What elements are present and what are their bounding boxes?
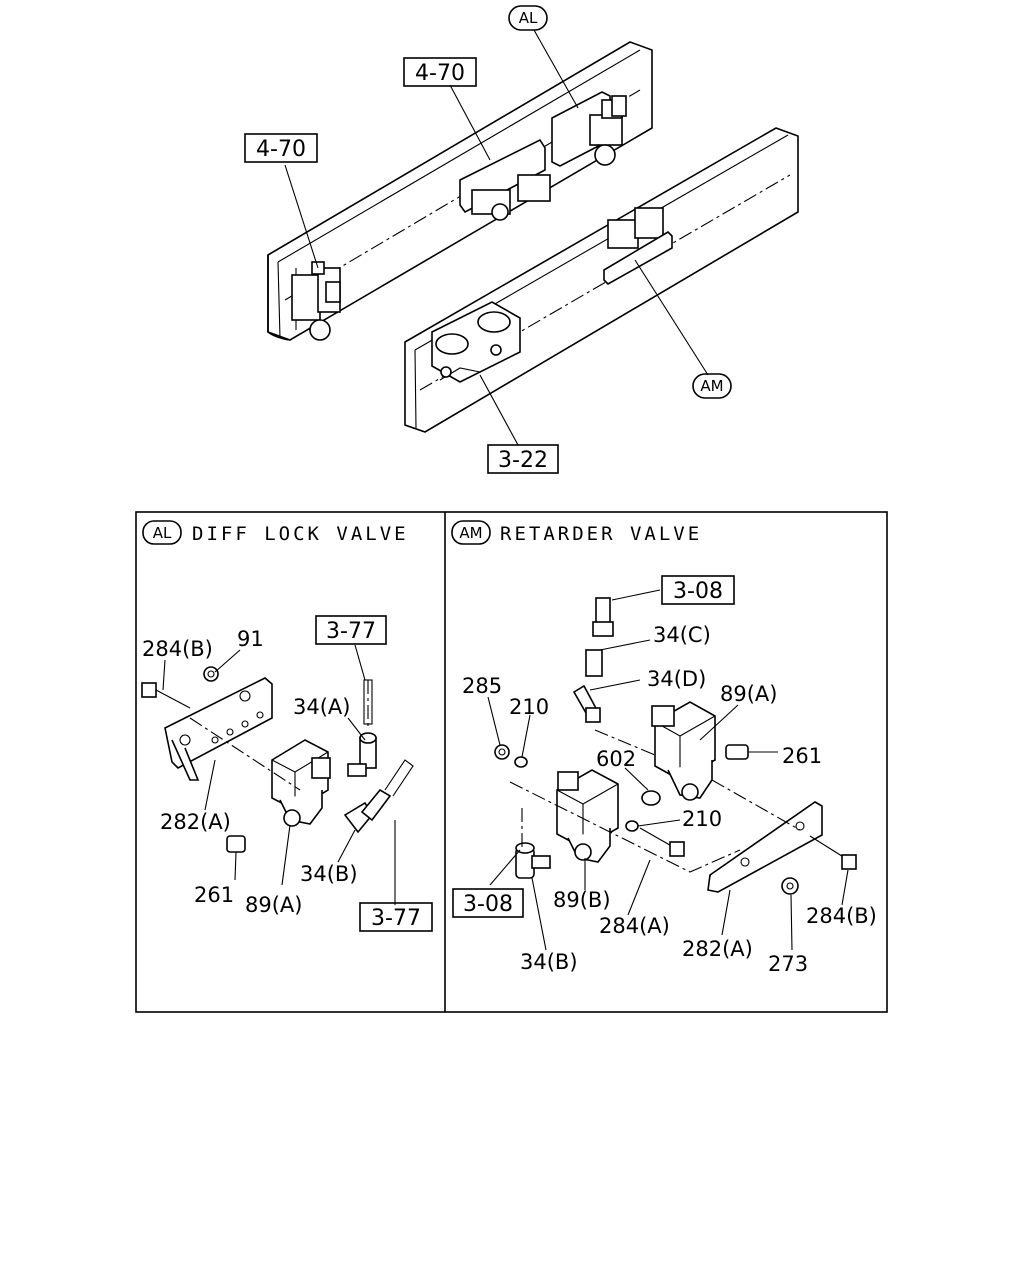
ref-322-text: 3-22 bbox=[498, 448, 548, 473]
label-282a-left: 282(A) bbox=[160, 810, 231, 834]
label-285: 285 bbox=[462, 674, 502, 698]
fitting-34c bbox=[585, 597, 614, 677]
label-261-right: 261 bbox=[782, 744, 822, 768]
panel-left-title: DIFF LOCK VALVE bbox=[192, 523, 409, 545]
ref-box-308-top bbox=[661, 575, 735, 605]
fitting-34a bbox=[347, 732, 377, 777]
label-261-left: 261 bbox=[194, 883, 234, 907]
leader-322 bbox=[479, 374, 519, 446]
nut-285 bbox=[494, 744, 510, 760]
callout-am-text: AM bbox=[700, 377, 723, 395]
washer-210-left bbox=[514, 756, 528, 768]
panel-right-title: RETARDER VALVE bbox=[500, 523, 702, 545]
ref-377-bottom-text: 3-77 bbox=[371, 906, 421, 931]
bracket-flange-left bbox=[171, 739, 200, 781]
bolt-284b-right bbox=[809, 835, 857, 870]
washer-210-right bbox=[625, 820, 639, 832]
bolt-284a bbox=[639, 827, 685, 857]
lower-frame-rail bbox=[404, 127, 799, 433]
valve-89a-left bbox=[271, 739, 331, 827]
label-34a-left: 34(A) bbox=[293, 695, 350, 719]
panel-retarder-valve: AM RETARDER VALVE bbox=[451, 520, 877, 976]
label-210-left: 210 bbox=[509, 695, 549, 719]
ref-377-top-text: 3-77 bbox=[326, 619, 376, 644]
ref-box-377-top bbox=[315, 615, 387, 645]
label-34d: 34(D) bbox=[647, 667, 706, 691]
retarder-valve-overview bbox=[603, 207, 673, 285]
label-34b-right: 34(B) bbox=[520, 950, 578, 974]
ref-308-left-text: 3-08 bbox=[463, 892, 513, 917]
label-34b-left: 34(B) bbox=[300, 862, 358, 886]
diff-lock-valve-overview bbox=[551, 91, 627, 167]
centerline-right-a bbox=[509, 781, 741, 873]
panel-right-tag-oval bbox=[451, 520, 491, 545]
tube-body-left bbox=[363, 679, 373, 725]
ref-box-322: 3-22 bbox=[487, 444, 559, 474]
fitting-34d bbox=[572, 684, 601, 723]
bracket-282a-right bbox=[707, 801, 823, 893]
plug-261-right bbox=[725, 744, 749, 760]
label-89a-right: 89(A) bbox=[720, 682, 777, 706]
label-34c: 34(C) bbox=[653, 623, 711, 647]
label-284a: 284(A) bbox=[599, 914, 670, 938]
frame-overview: AL AM 4-70 4-70 3-22 bbox=[244, 5, 799, 474]
label-284b-left: 284(B) bbox=[142, 637, 213, 661]
ref-box-470-center: 4-70 bbox=[403, 57, 477, 87]
valve-lower-left bbox=[431, 301, 521, 383]
callout-al: AL bbox=[508, 5, 548, 31]
panel-left-tag-oval bbox=[142, 520, 182, 545]
valve-89a-right bbox=[651, 701, 716, 801]
ref-470-center-text: 4-70 bbox=[415, 61, 465, 86]
centerline-left bbox=[189, 717, 301, 791]
detail-panels-frame bbox=[135, 511, 888, 1013]
label-89b: 89(B) bbox=[553, 888, 611, 912]
ref-308-top-text: 3-08 bbox=[673, 579, 723, 604]
ref-470-left-text: 4-70 bbox=[256, 137, 306, 162]
ref-box-308-left bbox=[452, 888, 524, 918]
panel-left-tag: AL bbox=[153, 524, 172, 542]
ref-box-470-left: 4-70 bbox=[244, 133, 318, 163]
label-89a-left: 89(A) bbox=[245, 893, 302, 917]
label-91: 91 bbox=[237, 627, 264, 651]
label-284b-right: 284(B) bbox=[806, 904, 877, 928]
leader-470-left bbox=[284, 164, 319, 269]
leader-470-center bbox=[449, 84, 491, 161]
valve-cluster-left bbox=[291, 261, 341, 341]
nut-91 bbox=[203, 666, 219, 682]
centerline-right-c bbox=[711, 779, 801, 831]
label-282a-right: 282(A) bbox=[682, 937, 753, 961]
fitting-34b-left bbox=[343, 788, 392, 834]
nut-273 bbox=[781, 877, 799, 895]
label-210-right: 210 bbox=[682, 807, 722, 831]
center-bracket bbox=[459, 138, 551, 221]
callout-am: AM bbox=[692, 373, 732, 399]
label-273: 273 bbox=[768, 952, 808, 976]
leader-al bbox=[533, 29, 579, 109]
centerline-right-b bbox=[594, 729, 656, 756]
bolt-284b-left bbox=[141, 682, 191, 709]
leader-am bbox=[634, 259, 709, 376]
fitting-34b-right bbox=[515, 842, 551, 879]
callout-al-text: AL bbox=[519, 9, 538, 27]
tube-right-left bbox=[384, 759, 414, 797]
panel-diff-lock-valve: AL DIFF LOCK VALVE bbox=[141, 520, 433, 932]
valve-89b bbox=[556, 769, 619, 863]
label-602: 602 bbox=[596, 747, 636, 771]
panel-right-tag: AM bbox=[459, 524, 482, 542]
plug-261-left bbox=[226, 835, 246, 853]
ref-box-377-bottom bbox=[359, 902, 433, 932]
o-ring-602 bbox=[641, 790, 661, 806]
